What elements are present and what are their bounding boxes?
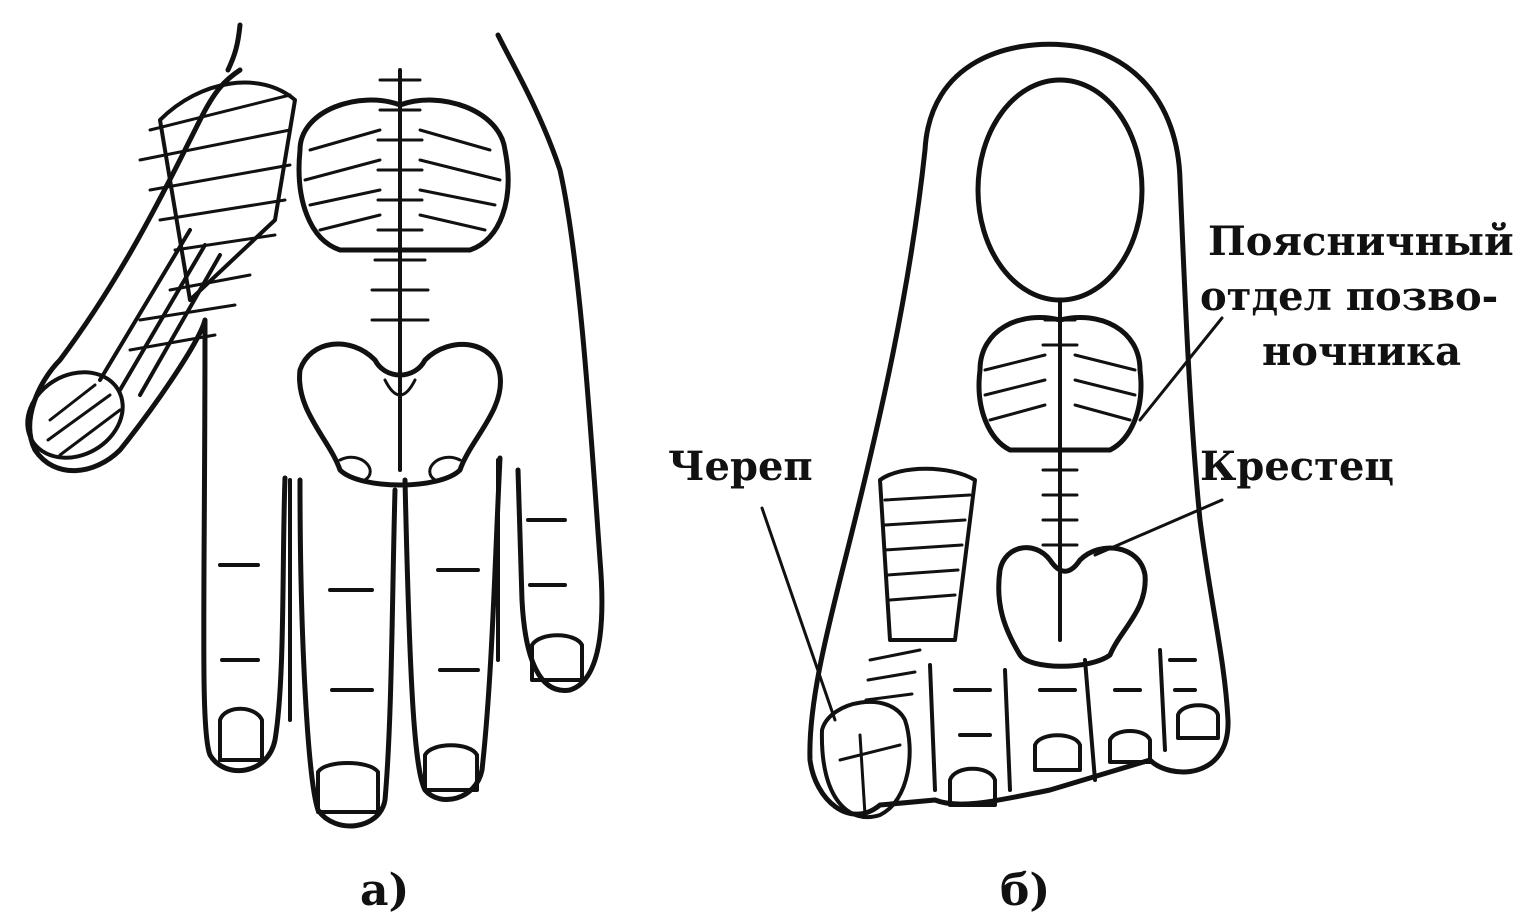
label-sacrum: Крестец	[1200, 443, 1394, 490]
label-lumbar-line3: ночника	[1262, 328, 1461, 375]
panel-a-hand: а)	[12, 25, 602, 916]
foot-skeleton	[979, 300, 1145, 666]
label-lumbar-line2: отдел позво-	[1200, 273, 1498, 320]
thumb-skeleton	[12, 83, 295, 475]
big-toe-oval	[978, 80, 1142, 300]
toe-skeleton	[822, 469, 975, 817]
label-skull: Череп	[668, 443, 813, 490]
panel-a-caption: а)	[360, 865, 409, 916]
skull-leader	[762, 508, 835, 720]
panel-b-caption: б)	[1000, 865, 1050, 916]
label-lumbar-line1: Поясничный	[1208, 218, 1514, 265]
palm-skeleton	[299, 70, 508, 485]
panel-b-foot: Череп Поясничный отдел позво- ночника Кр…	[668, 44, 1514, 916]
lumbar-leader	[1140, 318, 1222, 420]
